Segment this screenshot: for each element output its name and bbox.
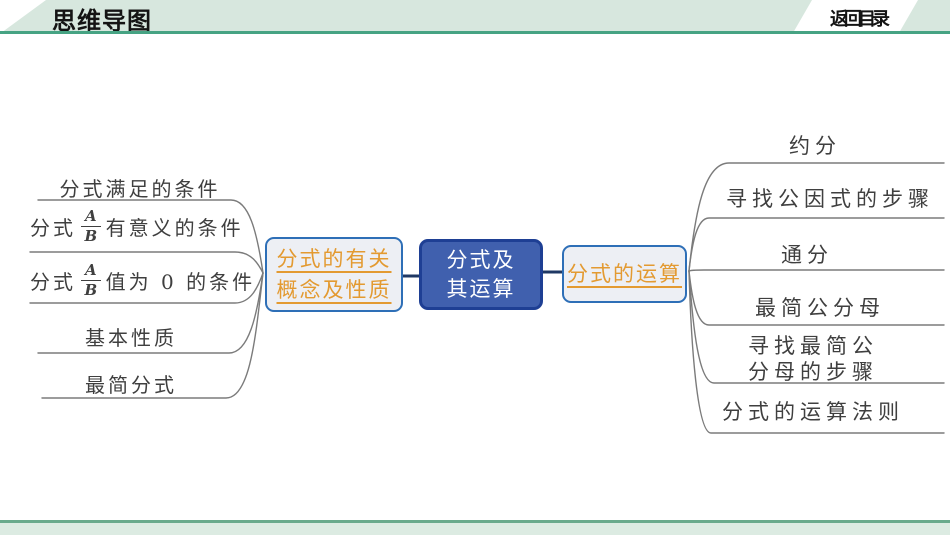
leaf-text-prefix: 分式	[30, 269, 76, 294]
right-leaf-reduction: 约分	[789, 134, 841, 158]
fraction-denominator: B	[84, 280, 98, 299]
fraction-numerator: A	[81, 208, 101, 227]
leaf-text-prefix: 分式	[30, 215, 76, 240]
root-node-line2: 其运算	[446, 276, 516, 301]
left-leaf-meaningful: 分式 A B 有意义的条件	[30, 203, 244, 249]
connector-right-leaf-3	[688, 269, 945, 272]
right-leaf-common-factor-steps: 寻找公因式的步骤	[726, 187, 934, 211]
right-branch-label: 分式的运算	[567, 261, 682, 286]
header-band	[0, 0, 950, 31]
connector-left-leaf-1	[37, 199, 264, 274]
left-leaf-basic-properties: 基本性质	[85, 326, 177, 350]
left-branch-label-line2: 概念及性质	[276, 277, 392, 302]
right-branch-node: 分式的运算	[562, 245, 687, 303]
right-leaf-operation-rules: 分式的运算法则	[722, 400, 904, 424]
root-node: 分式及 其运算	[419, 239, 543, 310]
connector-left-leaf-3	[29, 272, 264, 304]
left-leaf-simplest-fraction: 最简分式	[85, 373, 177, 397]
fraction-denominator: B	[84, 226, 98, 245]
connector-left-leaf-2	[29, 251, 264, 274]
footer-line	[0, 520, 950, 523]
connector-right-leaf-2	[688, 217, 945, 272]
fraction-a-over-b: A B	[81, 262, 101, 298]
right-leaf-simplest-common-denominator: 最简公分母	[755, 296, 885, 320]
leaf-line2: 分母的步骤	[748, 360, 878, 384]
left-branch-node: 分式的有关 概念及性质	[265, 237, 403, 312]
header-underline	[0, 31, 950, 34]
leaf-text-suffix: 值为 0 的条件	[105, 269, 256, 294]
page-title: 思维导图	[52, 8, 152, 35]
root-node-line1: 分式及	[446, 247, 516, 272]
left-leaf-conditions: 分式满足的条件	[59, 177, 221, 201]
footer-band	[0, 523, 950, 535]
left-leaf-value-zero: 分式 A B 值为 0 的条件	[30, 257, 255, 303]
leaf-text-suffix: 有意义的条件	[105, 215, 244, 240]
connector-right-leaf-6	[688, 270, 945, 434]
leaf-line1: 寻找最简公	[748, 334, 878, 358]
fraction-a-over-b: A B	[81, 208, 101, 244]
fraction-numerator: A	[81, 262, 101, 281]
left-branch-label-line1: 分式的有关	[276, 246, 392, 271]
connector-right-leaf-5	[688, 270, 945, 384]
right-leaf-denominator-steps: 寻找最简公 分母的步骤	[698, 333, 928, 385]
back-to-contents-button[interactable]: 返回目录	[830, 9, 890, 29]
right-leaf-common-denominator: 通分	[781, 243, 833, 267]
connector-left-leaf-5	[41, 272, 264, 399]
